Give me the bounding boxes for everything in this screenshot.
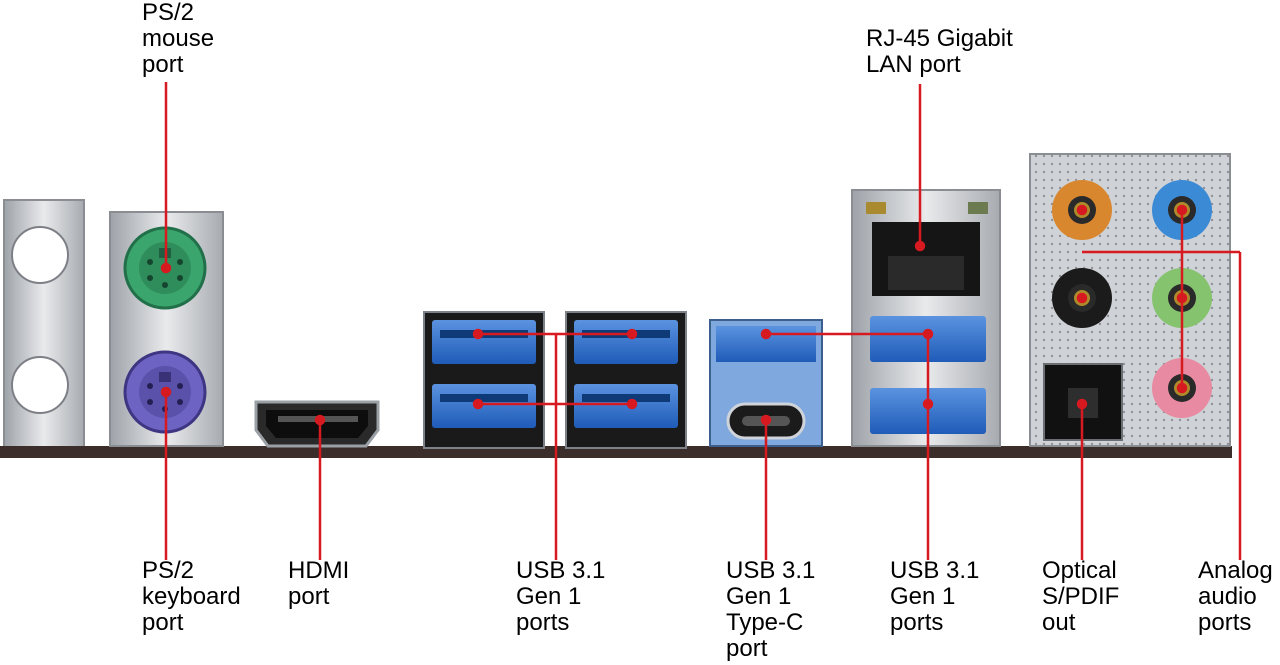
label-usb-gen1-left: USB 3.1 Gen 1 ports (516, 557, 606, 636)
usb-port[interactable] (432, 384, 536, 428)
usb-port[interactable] (574, 320, 678, 364)
io-bracket (3, 199, 85, 449)
audio-panel (1029, 153, 1231, 447)
usb-stack-left-a (423, 311, 545, 449)
label-ps2-mouse: PS/2 mouse port (142, 0, 215, 78)
label-optical-spdif: Optical S/PDIF out (1042, 557, 1120, 636)
usb-stack-left-b (565, 311, 687, 449)
usb-port[interactable] (574, 384, 678, 428)
label-hdmi: HDMI port (288, 557, 350, 610)
label-usb-typec: USB 3.1 Gen 1 Type-C port (726, 557, 816, 662)
label-rj45-lan: RJ-45 Gigabit LAN port (866, 25, 1013, 78)
board-edge (0, 446, 1232, 458)
label-ps2-keyboard: PS/2 keyboard port (142, 557, 241, 636)
usb-port[interactable] (432, 320, 536, 364)
label-analog-audio: Analog audio ports (1198, 557, 1273, 636)
leader-lines (160, 82, 1242, 560)
label-usb-gen1-right: USB 3.1 Gen 1 ports (890, 557, 980, 636)
